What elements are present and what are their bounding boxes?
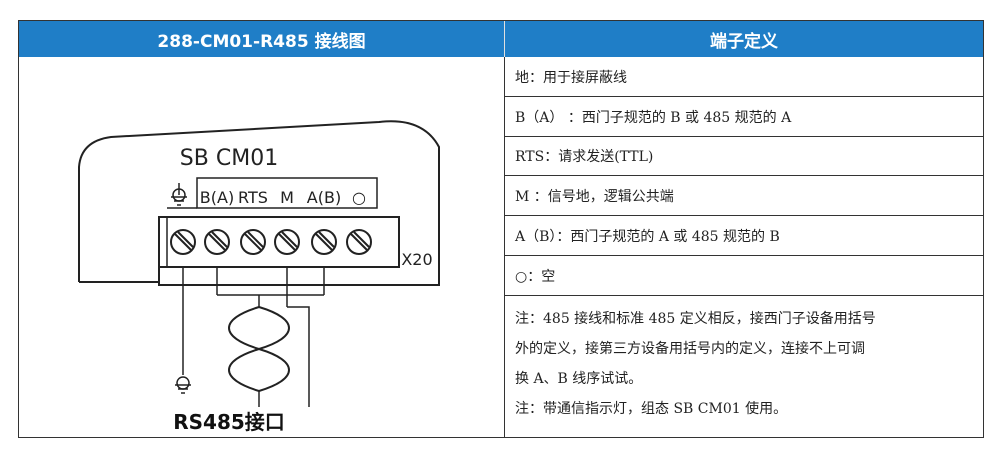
- wiring-table: 288-CM01-R485 接线图 端子定义 SB CM01 B(A) RTS …: [18, 20, 984, 438]
- lower-housing: [158, 267, 399, 286]
- note-line-1: 注：485 接线和标准 485 定义相反，接西门子设备用括号: [515, 311, 876, 327]
- terminal-label-b-a: B(A): [200, 188, 234, 207]
- note-line-3: 换 A、B 线序试试。: [515, 371, 643, 387]
- bottom-ground-icon: [175, 376, 191, 394]
- definition-a-b: A（B）：西门子规范的 A 或 485 规范的 B: [505, 216, 983, 256]
- ground-icon: [171, 183, 187, 206]
- wiring-diagram-header: 288-CM01-R485 接线图: [19, 21, 504, 57]
- terminal-definition-header: 端子定义: [504, 21, 983, 57]
- note-line-4: 注：带通信指示灯，组态 SB CM01 使用。: [515, 401, 788, 417]
- module-outline: [78, 120, 440, 286]
- note-line-2: 外的定义，接第三方设备用括号内的定义，连接不上可调: [515, 341, 865, 357]
- definition-ground: 地：用于接屏蔽线: [505, 57, 983, 97]
- terminal-block: [158, 216, 400, 268]
- wiring-diagram-drawing: SB CM01 B(A) RTS M A(B) ○ X20: [78, 120, 440, 434]
- terminal-label-rts: RTS: [238, 188, 268, 207]
- definition-b-a: B（A） ：西门子规范的 B 或 485 规范的 A: [505, 97, 983, 137]
- terminal-label-a-b: A(B): [307, 188, 341, 207]
- terminal-label-empty: ○: [352, 188, 366, 207]
- definition-rts: RTS：请求发送(TTL): [505, 137, 983, 176]
- terminal-label-strip: [196, 177, 378, 209]
- wiring-diagram: SB CM01 B(A) RTS M A(B) ○ X20: [19, 57, 504, 437]
- column-divider: [504, 57, 505, 437]
- twisted-pair-wire-b: [228, 306, 290, 392]
- terminal-label-m: M: [280, 188, 294, 207]
- connector-label: X20: [401, 250, 432, 269]
- definition-m: M ：信号地，逻辑公共端: [505, 176, 983, 216]
- rs485-interface-label: RS485接口: [173, 410, 285, 434]
- terminal-definitions: 地：用于接屏蔽线 B（A） ：西门子规范的 B 或 485 规范的 A RTS：…: [505, 57, 983, 436]
- terminal-screws: [170, 229, 372, 255]
- module-label: SB CM01: [180, 146, 278, 171]
- definition-empty: ○：空: [505, 256, 983, 296]
- notes: 注：485 接线和标准 485 定义相反，接西门子设备用括号 外的定义，接第三方…: [505, 296, 983, 436]
